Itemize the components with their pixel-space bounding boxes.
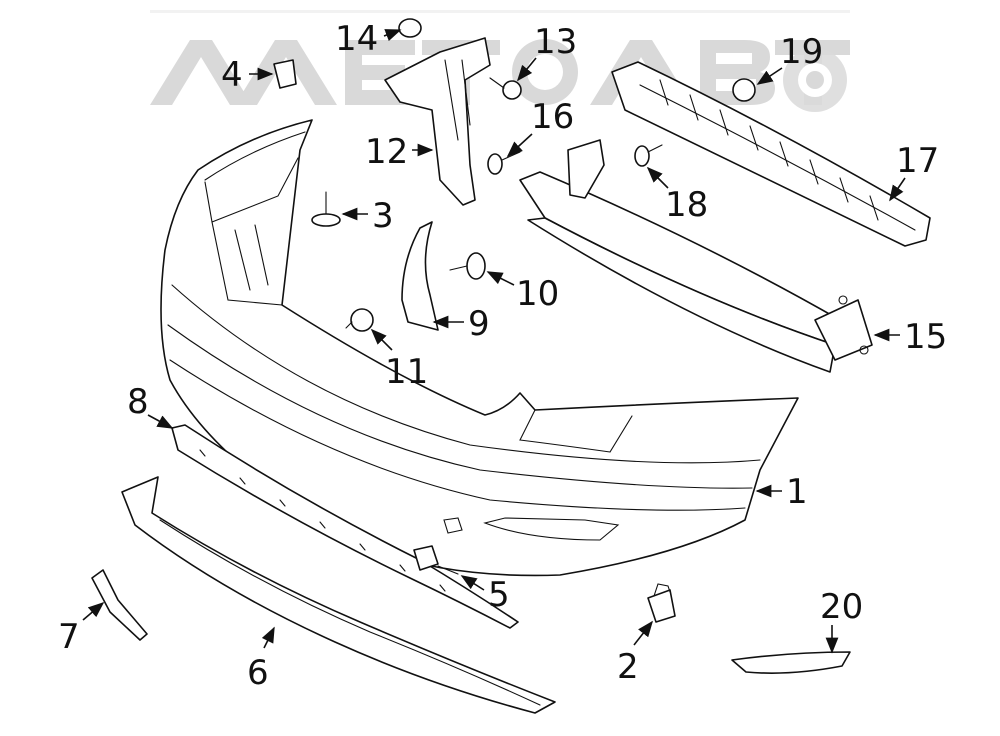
screw-part-13 bbox=[489, 77, 522, 100]
leader-10 bbox=[486, 271, 515, 286]
leader-13 bbox=[516, 57, 537, 82]
clip-part-19 bbox=[732, 78, 756, 102]
energy-absorber bbox=[611, 61, 931, 247]
callout-20: 20 bbox=[820, 587, 863, 627]
mounting-bracket bbox=[384, 37, 491, 206]
leader-7 bbox=[82, 601, 105, 621]
lower-trim-strip bbox=[171, 424, 519, 629]
callout-1: 1 bbox=[786, 472, 808, 512]
clip-part-14 bbox=[398, 18, 422, 38]
guide-bracket bbox=[401, 221, 439, 331]
callout-14: 14 bbox=[335, 19, 378, 59]
nut-part-4 bbox=[273, 59, 297, 89]
leader-18 bbox=[646, 166, 669, 189]
leader-17 bbox=[889, 177, 906, 202]
left-reflector-trim bbox=[91, 569, 148, 641]
callout-15: 15 bbox=[904, 317, 947, 357]
leader-lines bbox=[82, 29, 906, 654]
screw-part-18 bbox=[634, 144, 663, 167]
clip-part-2 bbox=[647, 583, 676, 623]
sensor-bracket-part-5 bbox=[413, 545, 459, 575]
bumper-cover bbox=[160, 119, 799, 577]
screw-part-3 bbox=[311, 191, 341, 227]
callout-4: 4 bbox=[221, 55, 243, 95]
right-reflector-trim bbox=[731, 651, 851, 674]
leader-14 bbox=[383, 29, 402, 42]
callout-19: 19 bbox=[780, 32, 823, 72]
callout-6: 6 bbox=[247, 653, 269, 693]
leader-8 bbox=[147, 414, 174, 429]
callout-17: 17 bbox=[896, 141, 939, 181]
leader-11 bbox=[370, 328, 393, 351]
reinforcement-beam bbox=[519, 139, 873, 373]
leader-19 bbox=[756, 67, 783, 85]
callout-9: 9 bbox=[468, 304, 490, 344]
leader-6 bbox=[261, 626, 275, 649]
lower-valance bbox=[121, 476, 556, 714]
callout-8: 8 bbox=[127, 382, 149, 422]
callout-2: 2 bbox=[617, 647, 639, 687]
callout-13: 13 bbox=[534, 22, 577, 62]
bolt-part-10 bbox=[449, 252, 486, 280]
screw-part-16 bbox=[487, 151, 521, 175]
nut-part-11 bbox=[345, 308, 374, 332]
leader-2 bbox=[633, 620, 653, 646]
callout-3: 3 bbox=[372, 196, 394, 236]
callout-labels: 1 2 3 4 5 6 7 8 9 10 11 12 13 14 15 16 1… bbox=[58, 19, 947, 693]
leader-5 bbox=[460, 575, 485, 591]
callout-18: 18 bbox=[665, 185, 708, 225]
leader-16 bbox=[506, 133, 533, 158]
callout-11: 11 bbox=[385, 352, 428, 392]
callout-10: 10 bbox=[516, 274, 559, 314]
callout-5: 5 bbox=[488, 575, 510, 615]
callout-7: 7 bbox=[58, 617, 80, 657]
callout-12: 12 bbox=[365, 132, 408, 172]
callout-16: 16 bbox=[531, 97, 574, 137]
